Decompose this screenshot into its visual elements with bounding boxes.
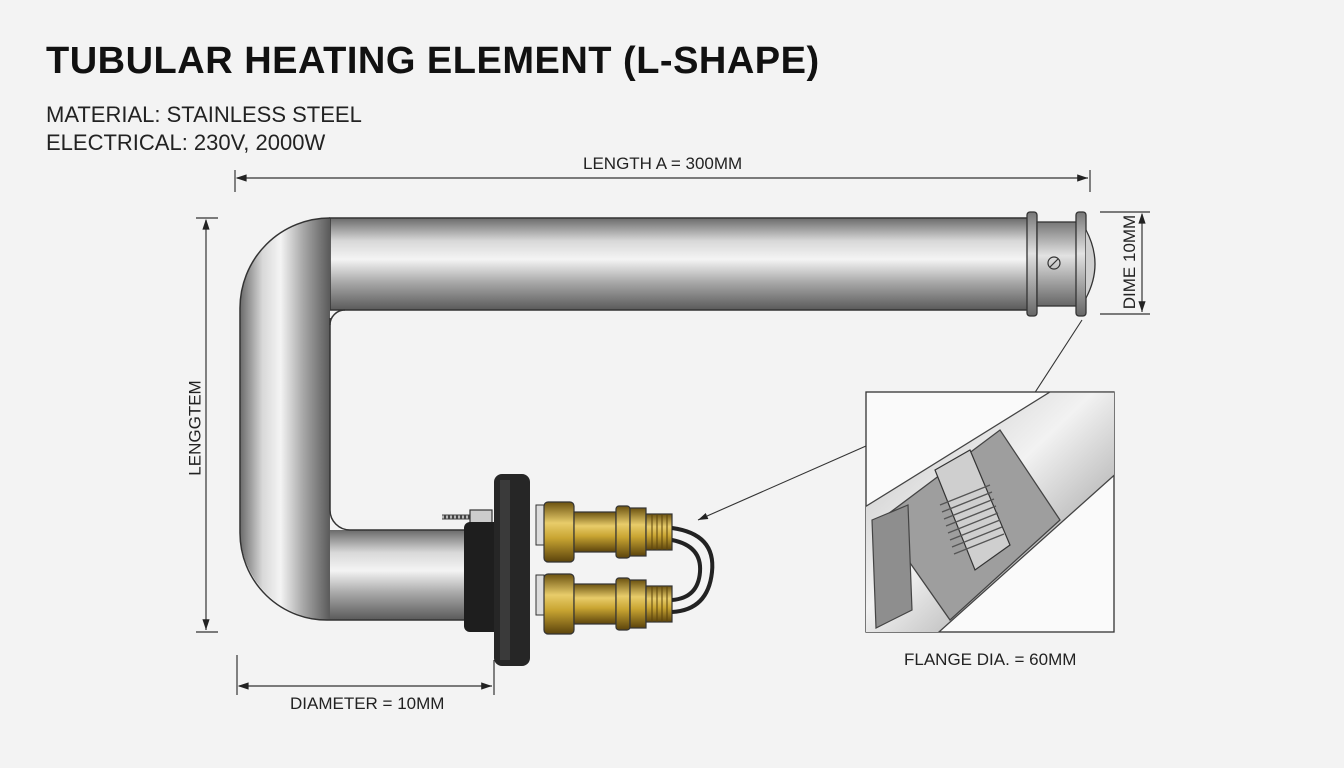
electrical-spec: ELECTRICAL: 230V, 2000W <box>46 130 326 155</box>
top-diameter-dimension <box>1100 211 1150 315</box>
tube-end-cap <box>1026 211 1096 317</box>
diameter-dimension <box>236 655 495 695</box>
vertical-length-dimension <box>196 217 218 633</box>
heating-tube <box>239 217 1036 621</box>
top-diameter-label: DIME 10MM <box>1120 214 1140 310</box>
flange-label: FLANGE DIA. = 60MM <box>904 650 1077 669</box>
flange-assembly <box>442 474 715 666</box>
vertical-length-label: LENGGTEM <box>185 380 205 476</box>
detail-leader-line <box>697 445 867 521</box>
diameter-label: DIAMETER = 10MM <box>290 694 445 713</box>
detail-inset <box>865 391 1115 633</box>
cap-leader-line <box>1033 319 1083 395</box>
length-a-dimension <box>234 170 1091 192</box>
length-a-label: LENGTH A = 300MM <box>583 154 743 173</box>
material-spec: MATERIAL: STAINLESS STEEL <box>46 102 362 127</box>
diagram-title: TUBULAR HEATING ELEMENT (L-SHAPE) <box>46 40 820 82</box>
